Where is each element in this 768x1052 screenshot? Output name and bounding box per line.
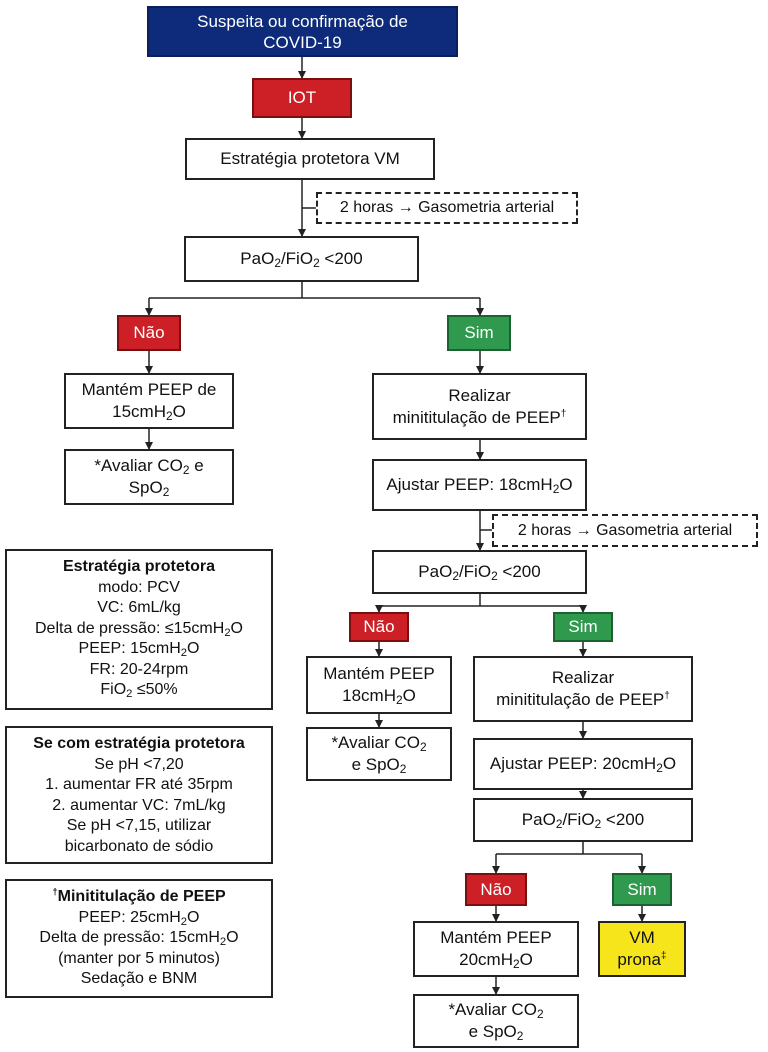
pafi-label-3: PaO2/FiO2 <200 <box>521 810 645 831</box>
iot-box: IOT <box>252 78 352 118</box>
info-mini-delta: Delta de pressão: 15cmH2O <box>39 929 239 948</box>
gasometria-box-1: 2 horas → Gasometria arterial <box>316 192 578 224</box>
info-peep: PEEP: 15cmH2O <box>78 640 200 659</box>
mantem-peep-15-line1: Mantém PEEP de <box>81 380 217 399</box>
mantem-peep-18-box: Mantém PEEP 18cmH2O <box>306 656 452 714</box>
mantem-peep-15-box: Mantém PEEP de 15cmH2O <box>64 373 234 429</box>
info-estrategia-protetora: Estratégia protetora modo: PCV VC: 6mL/k… <box>5 549 273 710</box>
info-mini-sedacao: Sedação e BNM <box>80 970 198 987</box>
pafi-label-2: PaO2/FiO2 <200 <box>418 562 541 583</box>
avaliar-co2-box-3: *Avaliar CO2 e SpO2 <box>413 994 579 1048</box>
pafi-box-3: PaO2/FiO2 <200 <box>473 798 693 842</box>
mantem-peep-18-line1: Mantém PEEP <box>323 664 435 683</box>
nao-label-2: Não <box>363 617 395 636</box>
info-ph-l5: bicarbonato de sódio <box>64 837 214 855</box>
mantem-peep-20-line1: Mantém PEEP <box>440 928 552 947</box>
info-fio2: FiO2 ≤50% <box>100 681 178 700</box>
avaliar-line1-2: *Avaliar CO2 <box>331 733 427 754</box>
pafi-box-2: PaO2/FiO2 <200 <box>372 550 587 594</box>
gasometria-label-1: 2 horas → Gasometria arterial <box>339 199 555 216</box>
info-ph-l1: Se pH <7,20 <box>94 755 184 773</box>
estrategia-vm-box: Estratégia protetora VM <box>185 138 435 180</box>
gasometria-box-2: 2 horas → Gasometria arterial <box>492 514 758 547</box>
info-ph-title: Se com estratégia protetora <box>33 735 245 752</box>
covid-line2: COVID-19 <box>263 32 342 52</box>
info-modo: modo: PCV <box>98 578 180 596</box>
info-vc: VC: 6mL/kg <box>97 599 181 616</box>
avaliar-line1-1: *Avaliar CO2 e <box>94 456 204 477</box>
ajustar-peep-18-box: Ajustar PEEP: 18cmH2O <box>372 459 587 511</box>
minititulacao-2-line2: minititulação de PEEP† <box>496 690 670 709</box>
gasometria-label-2: 2 horas → Gasometria arterial <box>517 521 733 539</box>
nao-box-2: Não <box>349 612 409 642</box>
sim-label-3: Sim <box>627 879 657 899</box>
iot-label: IOT <box>287 88 317 107</box>
info-mini-peep: PEEP: 25cmH2O <box>78 908 200 928</box>
vm-prona-box: VM prona‡ <box>598 921 686 977</box>
pafi-box-1: PaO2/FiO2 <200 <box>184 236 419 282</box>
ajustar-peep-20-label: Ajustar PEEP: 20cmH2O <box>489 754 677 775</box>
sim-box-1: Sim <box>447 315 511 351</box>
minititulacao-2-line1: Realizar <box>551 668 615 687</box>
avaliar-line1-3: *Avaliar CO2 <box>448 1000 544 1021</box>
sim-box-2: Sim <box>553 612 613 642</box>
info-ph-l3: 2. aumentar VC: 7mL/kg <box>52 796 226 814</box>
minititulacao-1-line1: Realizar <box>448 385 511 405</box>
info-ph-l2: 1. aumentar FR até 35rpm <box>45 776 233 793</box>
nao-label-3: Não <box>480 879 512 899</box>
mantem-peep-20-line2: 20cmH2O <box>459 950 533 971</box>
estrategia-vm-label: Estratégia protetora VM <box>220 149 400 168</box>
info-minititulacao: †Minititulação de PEEP PEEP: 25cmH2O Del… <box>5 879 273 998</box>
mantem-peep-20-box: Mantém PEEP 20cmH2O <box>413 921 579 977</box>
ajustar-peep-20-box: Ajustar PEEP: 20cmH2O <box>473 738 693 790</box>
minititulacao-1-line2: minititulação de PEEP† <box>392 407 567 427</box>
info-estrategia-title: Estratégia protetora <box>62 558 216 575</box>
minititulacao-box-2: Realizar minititulação de PEEP† <box>473 656 693 722</box>
mantem-peep-18-line2: 18cmH2O <box>342 686 416 707</box>
pafi-label-1: PaO2/FiO2 <200 <box>240 249 363 270</box>
nao-box-1: Não <box>117 315 181 351</box>
nao-label-1: Não <box>133 323 165 342</box>
avaliar-line2-3: e SpO2 <box>468 1022 524 1043</box>
covid-box: Suspeita ou confirmação de COVID-19 <box>147 6 458 57</box>
avaliar-line2-1: SpO2 <box>128 478 170 499</box>
avaliar-line2-2: e SpO2 <box>351 755 407 776</box>
vm-prona-line2: prona‡ <box>617 950 667 969</box>
info-ph-l4: Se pH <7,15, utilizar <box>66 817 212 834</box>
sim-box-3: Sim <box>612 873 672 906</box>
nao-box-3: Não <box>465 873 527 906</box>
info-fr: FR: 20-24rpm <box>89 660 189 678</box>
avaliar-co2-box-1: *Avaliar CO2 e SpO2 <box>64 449 234 505</box>
info-delta: Delta de pressão: ≤15cmH2O <box>35 619 243 639</box>
mantem-peep-15-line2: 15cmH2O <box>112 402 186 423</box>
minititulacao-box-1: Realizar minititulação de PEEP† <box>372 373 587 440</box>
info-ph: Se com estratégia protetora Se pH <7,20 … <box>5 726 273 864</box>
ajustar-peep-18-label: Ajustar PEEP: 18cmH2O <box>386 475 573 496</box>
sim-label-2: Sim <box>568 617 598 636</box>
info-minititulacao-title: †Minititulação de PEEP <box>52 886 226 905</box>
sim-label-1: Sim <box>464 323 494 342</box>
avaliar-co2-box-2: *Avaliar CO2 e SpO2 <box>306 727 452 781</box>
vm-prona-line1: VM <box>629 928 655 947</box>
info-mini-manter: (manter por 5 minutos) <box>58 949 220 967</box>
covid-line1: Suspeita ou confirmação de <box>197 11 408 31</box>
